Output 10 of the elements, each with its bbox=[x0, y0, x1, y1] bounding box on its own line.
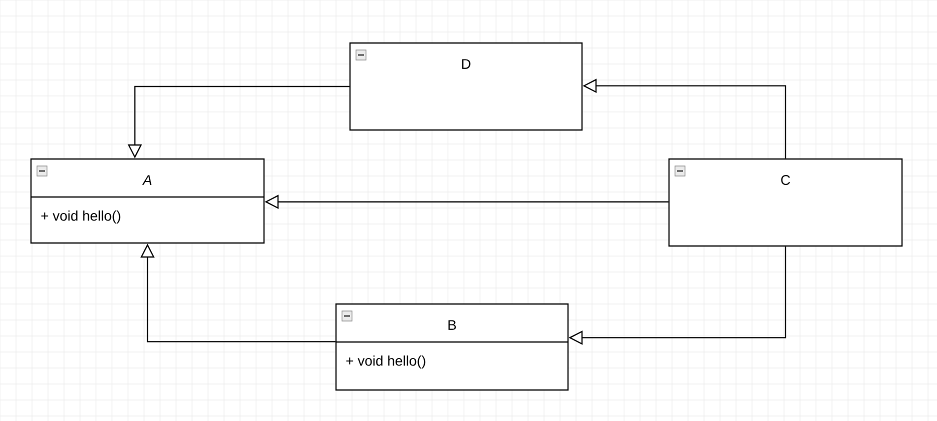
class-box bbox=[335, 303, 569, 391]
class-name: A bbox=[142, 175, 152, 185]
class-box bbox=[30, 158, 265, 244]
class-box bbox=[349, 42, 583, 131]
class-box bbox=[668, 158, 903, 247]
class-name: D bbox=[462, 59, 470, 69]
class-name: C bbox=[781, 175, 790, 185]
method-text: + void hello() bbox=[41, 210, 120, 224]
class-name: B bbox=[448, 320, 456, 330]
method-text: + void hello() bbox=[346, 355, 426, 369]
